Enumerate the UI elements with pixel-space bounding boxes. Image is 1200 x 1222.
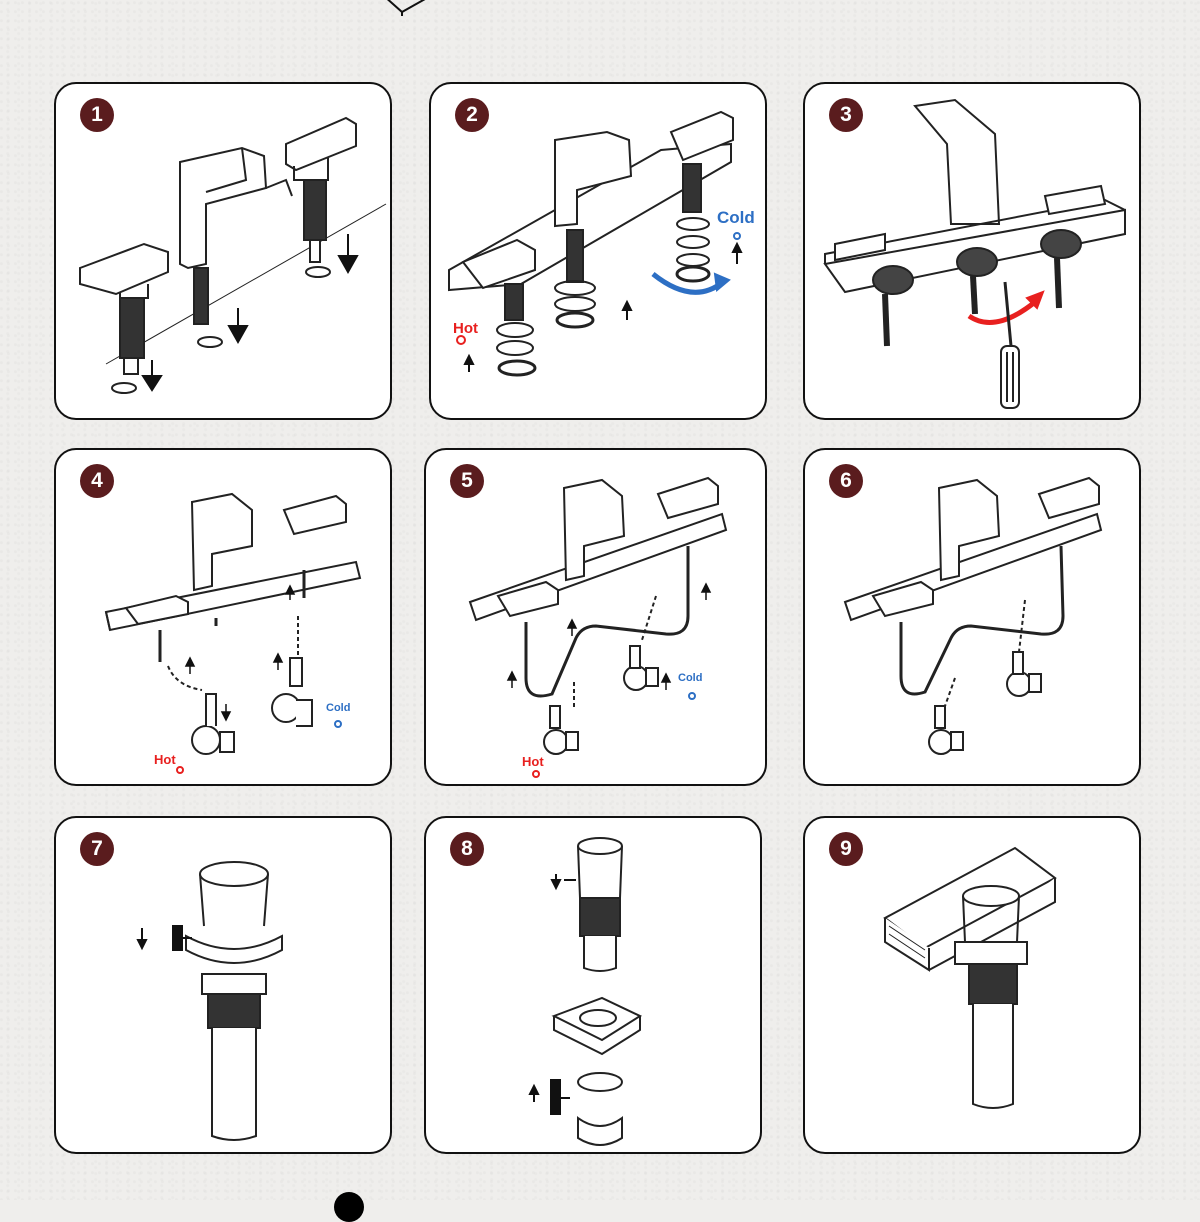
step-9-panel: 9 — [803, 816, 1141, 1154]
step-1-panel: 1 — [54, 82, 392, 420]
cold-label: Cold — [326, 702, 351, 714]
step-1-illustration — [79, 116, 387, 394]
step-2-panel: 2 Hot Cold — [429, 82, 767, 420]
step-7-badge: 7 — [80, 832, 114, 866]
hot-label: Hot — [154, 752, 176, 767]
package-box-icon — [386, 0, 426, 16]
step-3-illustration — [823, 98, 1126, 409]
step-8-badge: 8 — [450, 832, 484, 866]
step-6-badge: 6 — [829, 464, 863, 498]
step-4-panel: 4 Hot Cold — [54, 448, 392, 786]
step-5-illustration — [468, 476, 728, 778]
step-9-badge: 9 — [829, 832, 863, 866]
step-7-illustration — [136, 861, 283, 1141]
cold-label: Cold — [717, 208, 755, 227]
hot-label: Hot — [522, 754, 544, 769]
cold-label: Cold — [678, 672, 703, 684]
step-2-badge: 2 — [455, 98, 489, 132]
step-3-panel: 3 — [803, 82, 1141, 420]
step-4-illustration — [104, 492, 362, 774]
step-7-panel: 7 — [54, 816, 392, 1154]
page-dot — [334, 1192, 364, 1222]
step-8-illustration — [528, 837, 643, 1146]
step-3-badge: 3 — [829, 98, 863, 132]
step-1-badge: 1 — [80, 98, 114, 132]
hot-label: Hot — [453, 320, 478, 337]
step-8-panel: 8 — [424, 816, 762, 1154]
step-5-panel: 5 Hot Cold — [424, 448, 767, 786]
step-5-badge: 5 — [450, 464, 484, 498]
step-6-illustration — [843, 476, 1103, 755]
step-2-illustration — [448, 110, 743, 377]
step-6-panel: 6 — [803, 448, 1141, 786]
step-9-illustration — [883, 846, 1057, 1109]
step-4-badge: 4 — [80, 464, 114, 498]
